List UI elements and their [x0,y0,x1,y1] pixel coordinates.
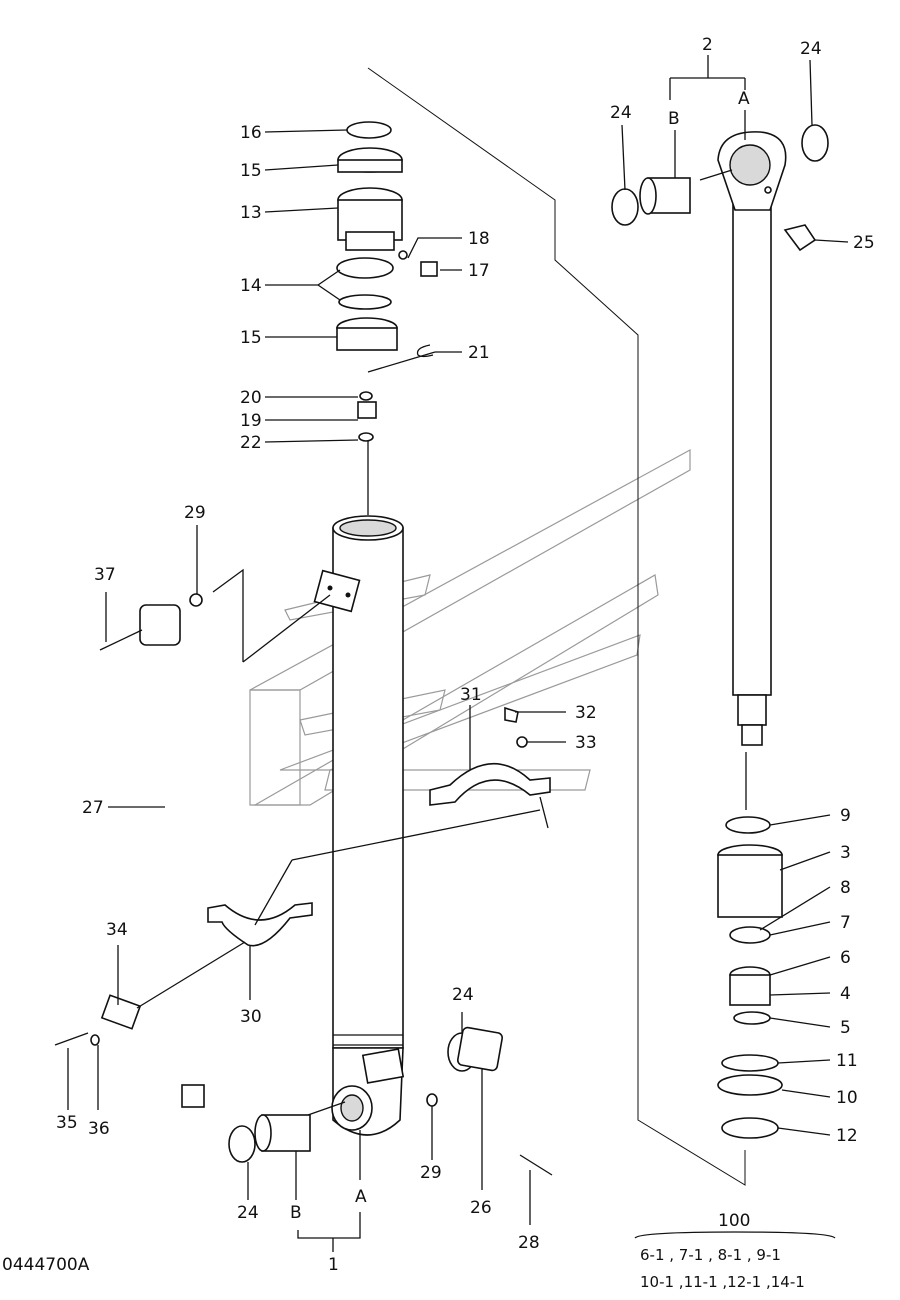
callout-6: 6 [840,948,851,968]
callout-22: 22 [240,433,262,453]
callout-32: 32 [575,703,597,723]
callout-27: 27 [82,798,104,818]
callout-18: 18 [468,229,490,249]
callout-7: 7 [840,913,851,933]
callout-21: 21 [468,343,490,363]
callout-11: 11 [836,1051,858,1071]
callout-4: 4 [840,984,851,1004]
callout-100: 100 [718,1211,750,1231]
callout-29-lower: 29 [420,1163,442,1183]
cylinder-tube [313,515,405,1136]
callout-2: 2 [702,35,713,55]
callout-33: 33 [575,733,597,753]
callout-20: 20 [240,388,262,408]
piston-rod [717,131,787,746]
callout-26: 26 [470,1198,492,1218]
callout-37: 37 [94,565,116,585]
callout-5: 5 [840,1018,851,1038]
label-tube-b: B [290,1203,302,1223]
callout-36: 36 [88,1119,110,1139]
label-rod-a: A [738,89,750,109]
callout-17: 17 [468,261,490,281]
fitting-block [456,1026,504,1072]
callout-1: 1 [328,1255,339,1275]
callout-8: 8 [840,878,851,898]
clamp-lower [207,902,313,947]
kit-note-line-2: 10-1 ,11-1 ,12-1 ,14-1 [640,1273,805,1291]
callout-10: 10 [836,1088,858,1108]
callout-24-tube-left: 24 [237,1203,259,1223]
kit-note-line-1: 6-1 , 7-1 , 8-1 , 9-1 [640,1246,781,1264]
callout-3: 3 [840,843,851,863]
callout-12: 12 [836,1126,858,1146]
callout-31: 31 [460,685,482,705]
callout-34: 34 [106,920,128,940]
rod-gland-parts [717,816,783,1139]
spacer-block [100,994,142,1030]
pipe-assembly [99,593,205,1108]
bolt-32 [504,706,519,723]
callout-25: 25 [853,233,875,253]
callout-16: 16 [240,123,262,143]
drawing-number: 0444700A [2,1255,90,1275]
callout-28: 28 [518,1233,540,1253]
assembly-leader-line [367,67,746,1186]
clamp-upper [429,762,551,806]
callout-14: 14 [240,276,262,296]
callout-labels: 16 15 13 18 17 14 15 21 20 19 22 2 B A 2… [2,35,875,1291]
callout-15: 15 [240,161,262,181]
callout-15b: 15 [240,328,262,348]
cylinder-head-parts [336,121,438,442]
callout-30: 30 [240,1007,262,1027]
leader-lines [67,55,849,1252]
callout-13: 13 [240,203,262,223]
callout-24-rod-right: 24 [800,39,822,59]
callout-24-tube-right: 24 [452,985,474,1005]
label-rod-b: B [668,109,680,129]
label-tube-a: A [355,1187,367,1207]
callout-9: 9 [840,806,851,826]
callout-29-upper: 29 [184,503,206,523]
callout-19: 19 [240,411,262,431]
callout-35: 35 [56,1113,78,1133]
rod-eye-bushing [611,124,829,252]
callout-24-rod-left: 24 [610,103,632,123]
